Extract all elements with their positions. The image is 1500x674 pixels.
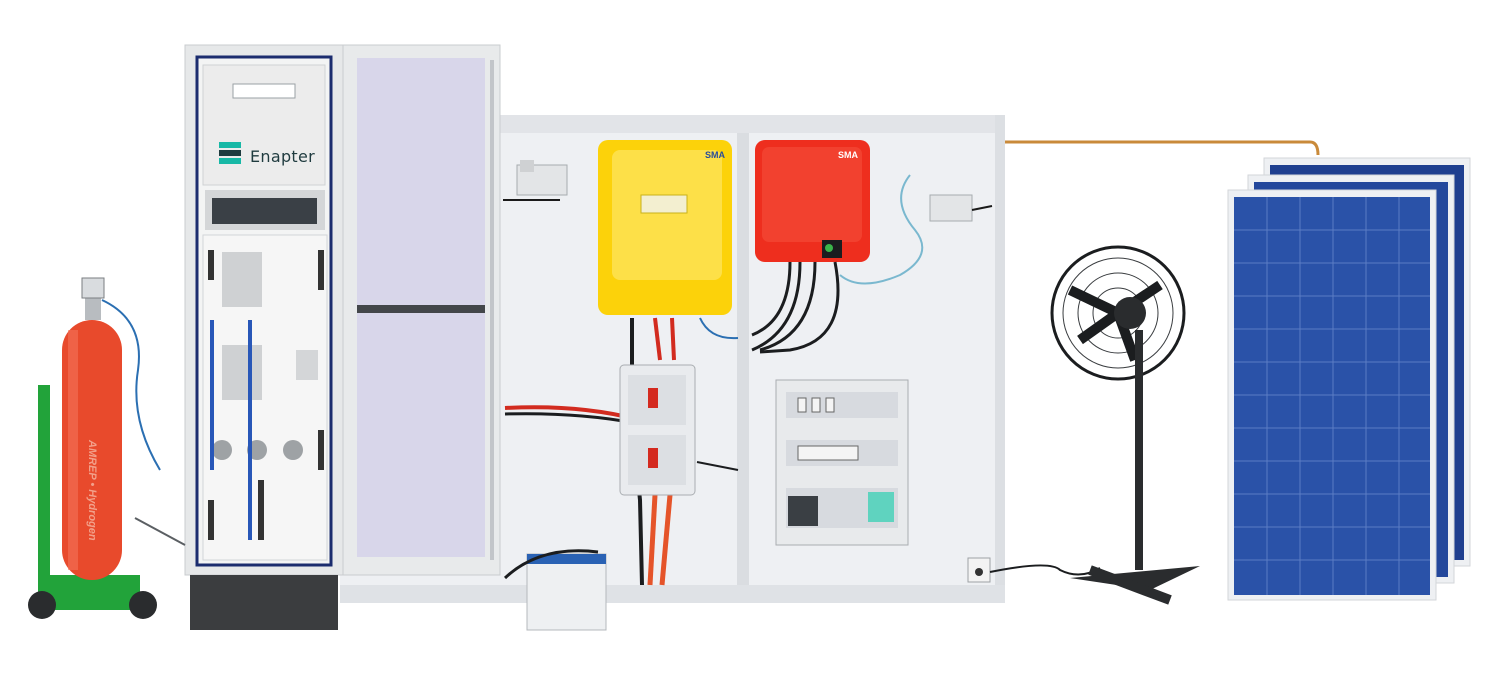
- solar-panel-array: [1227, 157, 1471, 601]
- small-meter-right: [839, 174, 993, 285]
- battery: [503, 549, 607, 631]
- enapter-cube-icon: [219, 142, 241, 164]
- electrolyser-cabinet: [184, 44, 344, 630]
- ac-distribution-panel: [775, 379, 909, 546]
- glass-cabinet: [342, 44, 501, 576]
- standing-fan: [1050, 245, 1200, 605]
- yellow-inverter: [598, 140, 732, 315]
- power-socket: [967, 557, 1101, 583]
- yellow-inverter-brand: SMA: [705, 150, 725, 160]
- cylinder-label: AMREP • Hydrogen: [86, 440, 98, 541]
- hydrogen-cylinder: [28, 277, 186, 619]
- enapter-logo-text: Enapter: [250, 147, 316, 166]
- red-inverter: [755, 140, 870, 262]
- red-inverter-brand: SMA: [838, 150, 858, 160]
- small-meter-left: [503, 160, 568, 201]
- dc-distribution-box: [619, 364, 696, 496]
